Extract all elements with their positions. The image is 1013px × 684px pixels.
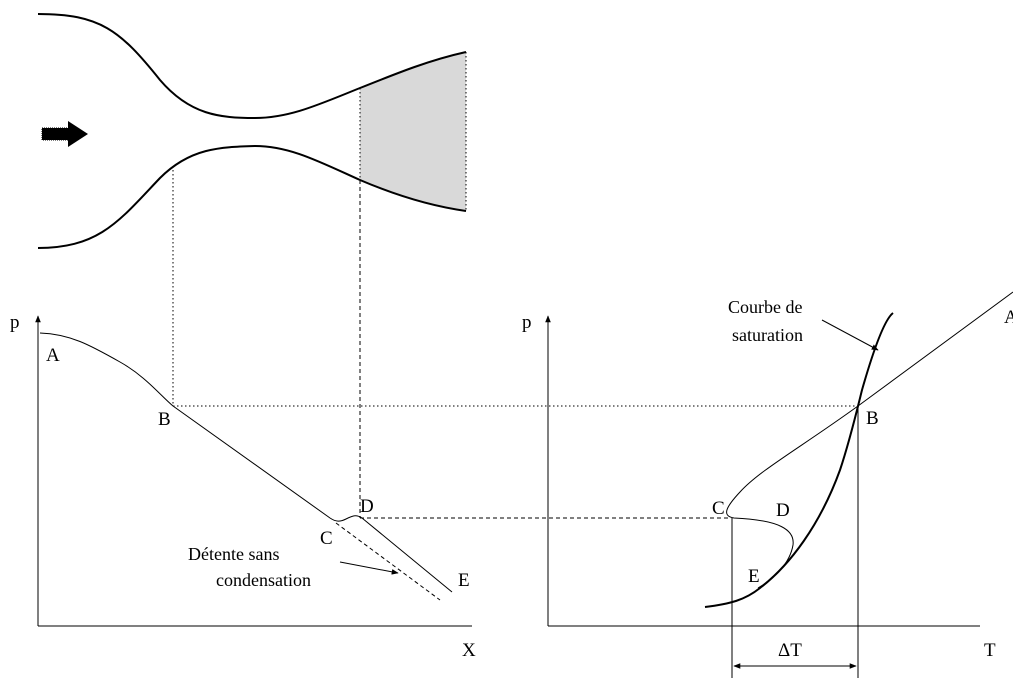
right-point-E: E xyxy=(748,566,760,587)
left-y-axis-label: p xyxy=(10,312,20,333)
right-y-axis-label: p xyxy=(522,312,532,333)
left-graph: p X A B C D E Détente sans condensation xyxy=(10,312,476,661)
left-pressure-curve xyxy=(39,332,453,593)
right-point-D: D xyxy=(776,500,790,521)
left-point-B: B xyxy=(158,409,171,430)
nozzle-figure xyxy=(37,13,467,249)
left-point-C: C xyxy=(320,528,333,549)
nozzle-lower-wall xyxy=(37,144,467,249)
thick-right-arrow-icon xyxy=(41,121,88,147)
left-point-A: A xyxy=(46,345,60,366)
left-annotation-arrow xyxy=(339,561,399,575)
right-saturation-label-line1: Courbe de xyxy=(728,297,802,317)
left-annotation-line2: condensation xyxy=(216,570,311,590)
left-annotation-line1: Détente sans xyxy=(188,544,279,564)
right-saturation-label-line2: saturation xyxy=(732,325,803,345)
nozzle-upper-wall xyxy=(37,13,467,120)
right-delta-label: ΔT xyxy=(778,640,802,661)
nozzle-shaded-region xyxy=(360,52,466,211)
left-point-D: D xyxy=(360,496,374,517)
left-no-condensation-line xyxy=(335,522,441,601)
right-graph: p T A B C D E Courbe de saturation ΔT xyxy=(522,291,1013,678)
right-point-B: B xyxy=(866,408,879,429)
right-x-axis-label: T xyxy=(984,640,996,661)
left-x-axis-label: X xyxy=(462,640,476,661)
right-expansion-curve xyxy=(726,291,1013,589)
right-saturation-arrow xyxy=(821,319,879,351)
right-point-A: A xyxy=(1004,307,1013,328)
left-point-E: E xyxy=(458,570,470,591)
right-point-C: C xyxy=(712,498,725,519)
right-saturation-curve xyxy=(704,312,894,608)
